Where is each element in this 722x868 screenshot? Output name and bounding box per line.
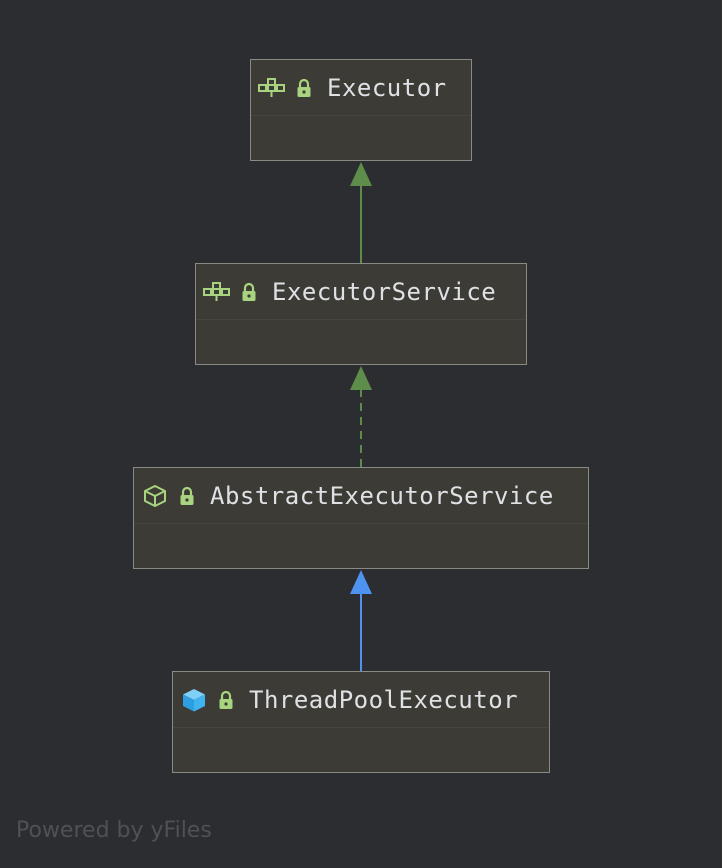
node-abstract-executor-service[interactable]: AbstractExecutorService xyxy=(133,467,589,569)
interface-icon xyxy=(257,76,287,100)
interface-icon xyxy=(202,280,232,304)
edge-arrowhead-abstractexecutorservice xyxy=(350,570,372,594)
node-abstract-executor-service-name: AbstractExecutorService xyxy=(210,481,554,510)
node-executor-name: Executor xyxy=(327,73,447,102)
edge-arrowhead-executor xyxy=(350,162,372,186)
node-executor-service-body xyxy=(196,320,526,364)
lock-icon xyxy=(295,77,313,99)
node-abstract-executor-service-body xyxy=(134,524,588,568)
abstract-class-icon xyxy=(140,484,170,508)
node-executor[interactable]: Executor xyxy=(250,59,472,161)
node-executor-service[interactable]: ExecutorService xyxy=(195,263,527,365)
node-thread-pool-executor-header: ThreadPoolExecutor xyxy=(173,672,549,728)
lock-icon xyxy=(178,485,196,507)
edge-arrowhead-executorservice xyxy=(350,366,372,390)
node-thread-pool-executor[interactable]: ThreadPoolExecutor xyxy=(172,671,550,773)
node-executor-service-header: ExecutorService xyxy=(196,264,526,320)
lock-icon xyxy=(240,281,258,303)
node-executor-header: Executor xyxy=(251,60,471,116)
node-thread-pool-executor-name: ThreadPoolExecutor xyxy=(249,685,519,714)
node-thread-pool-executor-body xyxy=(173,728,549,772)
class-icon xyxy=(179,688,209,712)
node-executor-service-name: ExecutorService xyxy=(272,277,497,306)
node-executor-body xyxy=(251,116,471,160)
lock-icon xyxy=(217,689,235,711)
node-abstract-executor-service-header: AbstractExecutorService xyxy=(134,468,588,524)
powered-by-watermark: Powered by yFiles xyxy=(16,818,212,843)
